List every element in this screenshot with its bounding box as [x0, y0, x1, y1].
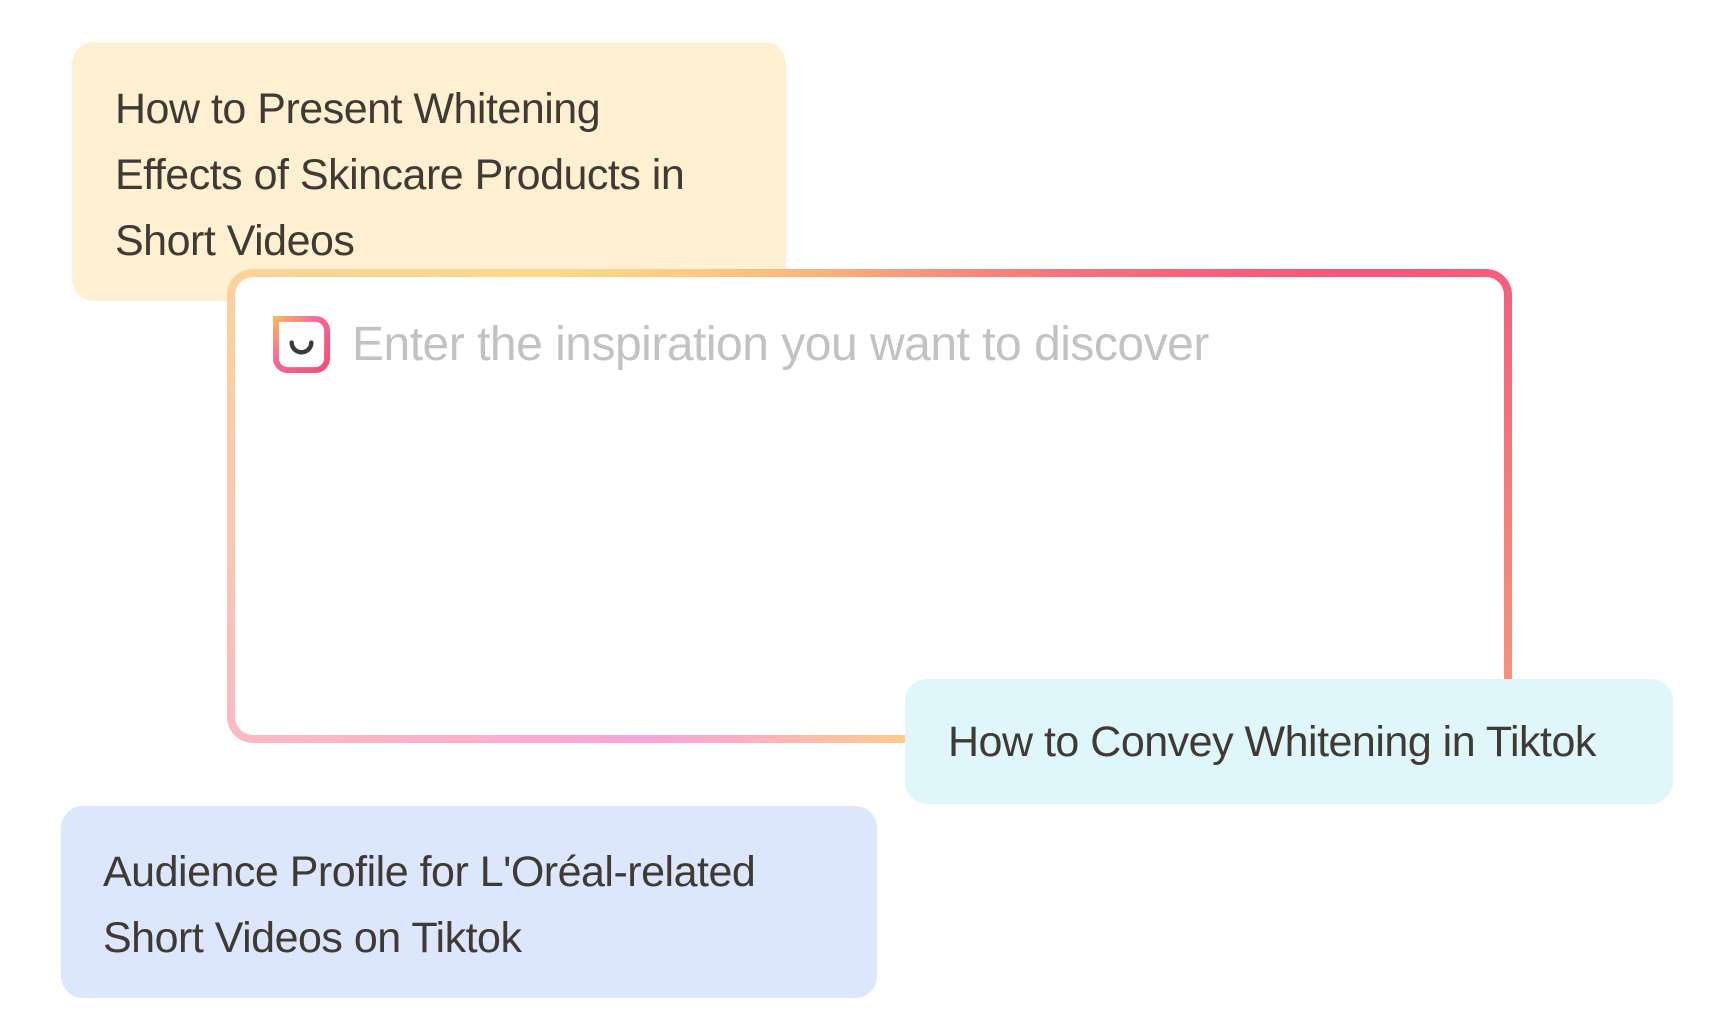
- suggestion-text: Audience Profile for L'Oréal-related Sho…: [103, 848, 756, 962]
- suggestion-card-convey-whitening[interactable]: How to Convey Whitening in Tiktok: [905, 679, 1673, 804]
- suggestion-text: How to Convey Whitening in Tiktok: [948, 717, 1596, 766]
- suggestion-text: How to Present Whitening Effects of Skin…: [115, 85, 685, 265]
- suggestion-card-audience-profile[interactable]: Audience Profile for L'Oréal-related Sho…: [61, 806, 877, 998]
- smile-face-icon: [272, 315, 331, 374]
- inspiration-input-box[interactable]: [227, 269, 1512, 743]
- suggestion-card-whitening-effects[interactable]: How to Present Whitening Effects of Skin…: [72, 42, 786, 301]
- inspiration-input[interactable]: [352, 317, 1452, 373]
